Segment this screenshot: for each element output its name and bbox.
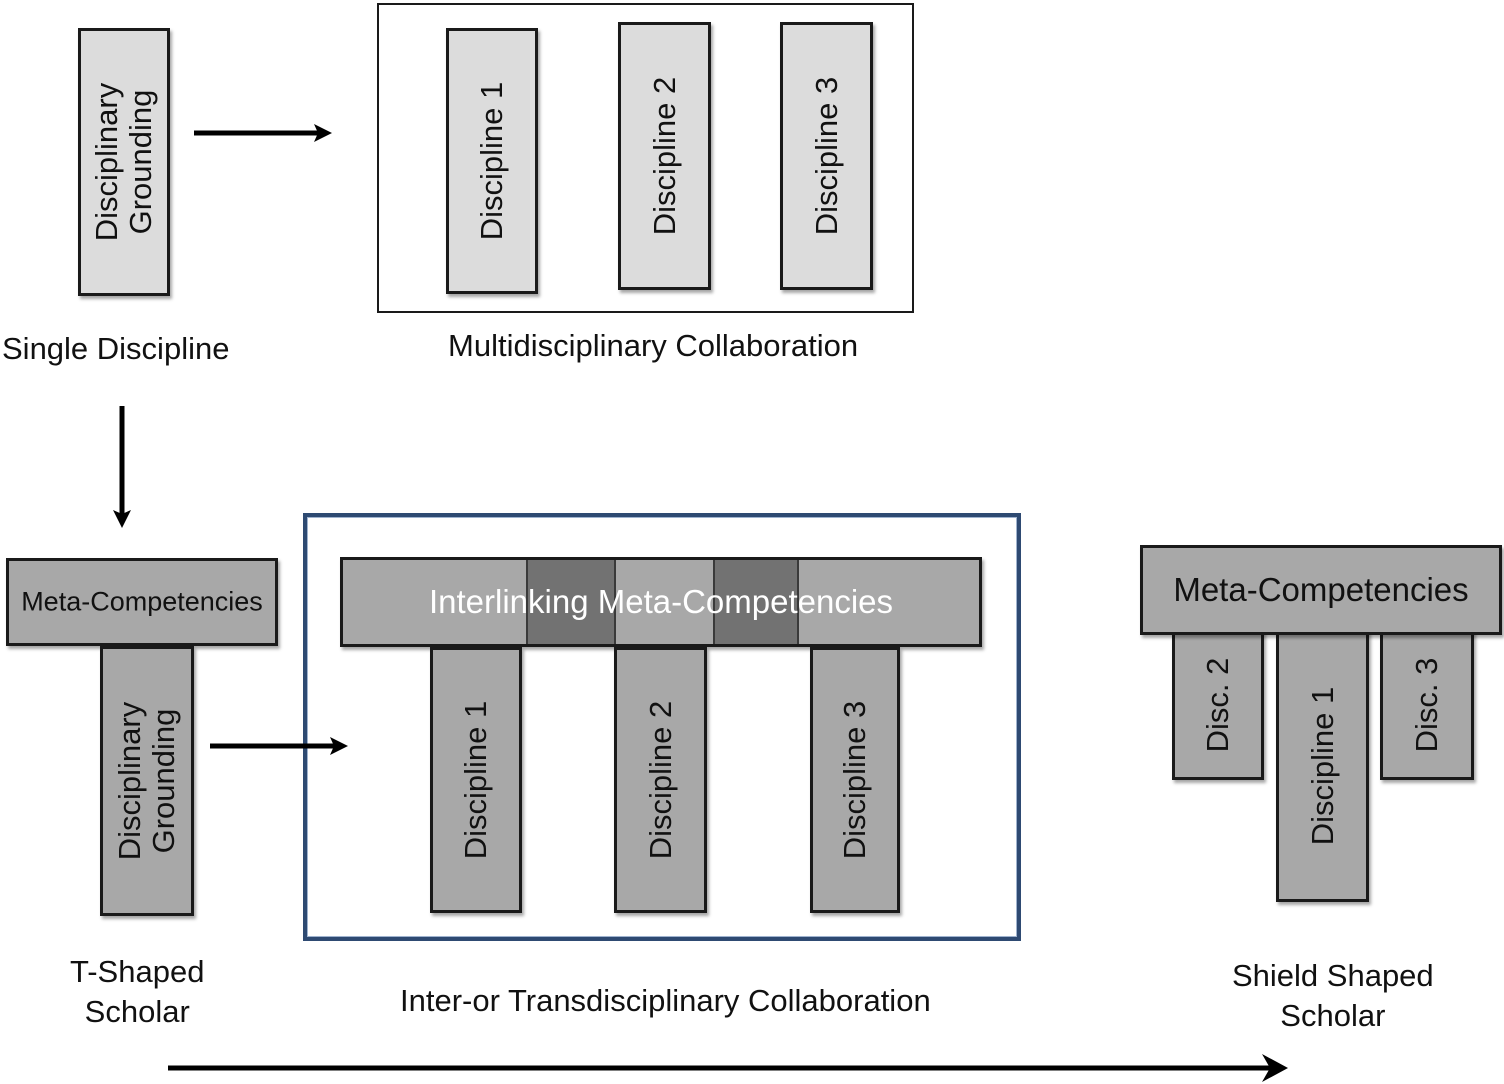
arrow-single-to-multi (194, 124, 332, 142)
interlinking-meta-competencies-bar: Interlinking Meta-Competencies (340, 557, 982, 647)
shield-meta-competencies-bar: Meta-Competencies (1140, 545, 1502, 635)
overlap-segment-2 (713, 560, 799, 644)
shield-discipline-1-bar: Discipline 1 (1276, 630, 1369, 902)
shield-meta-competencies-label: Meta-Competencies (1173, 571, 1469, 608)
single-discipline-bar: Disciplinary Grounding (78, 28, 170, 296)
arrow-tshaped-to-inter (210, 737, 348, 755)
shield-caption-line-1: Shield Shaped (1232, 958, 1434, 993)
tshaped-caption: T-Shaped Scholar (70, 952, 204, 1032)
multi-discipline-bar-2: Discipline 2 (618, 22, 711, 290)
inter-discipline-bar-2: Discipline 2 (614, 647, 707, 913)
overlap-segment-1 (526, 560, 616, 644)
single-discipline-caption: Single Discipline (2, 331, 230, 366)
tshaped-grounding-bar: Disciplinary Grounding (100, 646, 194, 916)
multi-discipline-bar-1: Discipline 1 (446, 28, 538, 294)
shield-caption-line-2: Scholar (1280, 998, 1386, 1033)
shield-caption: Shield Shaped Scholar (1232, 956, 1434, 1036)
multidisciplinary-caption: Multidisciplinary Collaboration (448, 328, 859, 363)
tshaped-caption-line-2: Scholar (84, 994, 190, 1029)
arrow-single-to-tshaped (113, 406, 131, 528)
inter-discipline-bar-1: Discipline 1 (430, 647, 522, 913)
multi-discipline-bar-3: Discipline 3 (780, 22, 873, 290)
tshaped-meta-competencies-bar: Meta-Competencies (6, 558, 278, 646)
interlinking-meta-competencies-label: Interlinking Meta-Competencies (428, 583, 894, 620)
tshaped-caption-line-1: T-Shaped (70, 954, 205, 989)
tshaped-meta-competencies-label: Meta-Competencies (21, 586, 263, 617)
inter-discipline-bar-3: Discipline 3 (810, 647, 900, 913)
interdisciplinary-caption: Inter-or Transdisciplinary Collaboration (400, 983, 931, 1018)
arrow-progression-timeline (168, 1054, 1288, 1082)
